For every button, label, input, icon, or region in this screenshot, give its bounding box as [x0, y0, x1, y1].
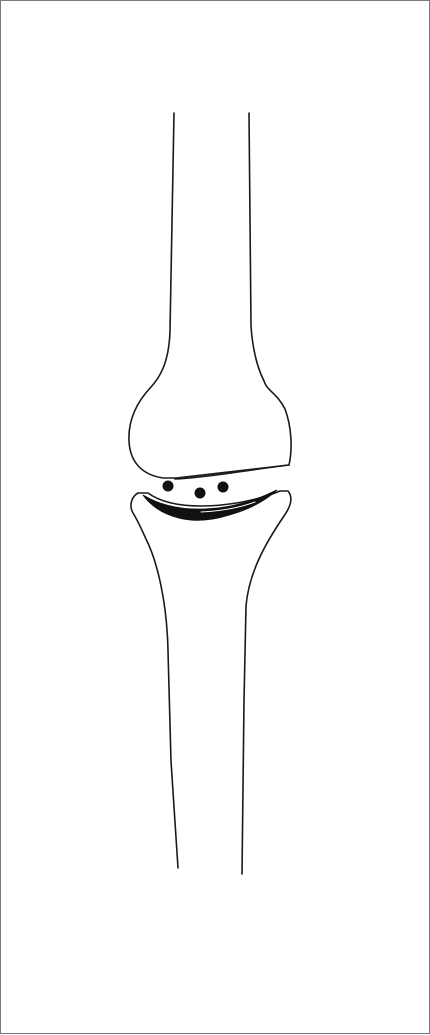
femur	[129, 113, 291, 478]
loose-bodies	[163, 481, 228, 498]
tibia-outline	[131, 491, 291, 874]
loose-body-dot	[163, 481, 173, 491]
loose-body-dot	[195, 488, 205, 498]
joint-line	[175, 465, 289, 479]
femur-outline	[129, 113, 291, 478]
tibia	[131, 491, 291, 874]
loose-body-dot	[218, 482, 228, 492]
